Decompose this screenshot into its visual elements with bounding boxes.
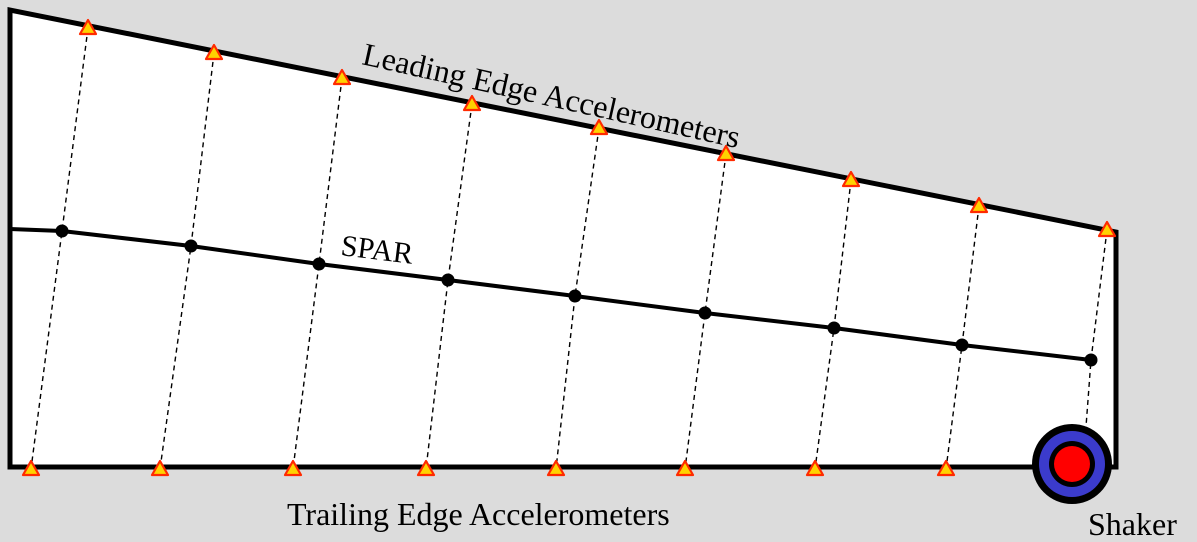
trailing-edge-accelerometer-icon	[805, 459, 825, 477]
leading-edge-accelerometer-icon	[332, 68, 352, 86]
leading-edge-accelerometer-icon	[589, 118, 609, 136]
spar-node	[955, 338, 969, 352]
leading-edge-accelerometer-icon	[1097, 220, 1117, 238]
chord-line	[684, 153, 727, 470]
trailing-edge-accelerometer-icon	[675, 459, 695, 477]
spar-nodes	[55, 224, 1098, 367]
trailing-edge-accelerometer-icon	[936, 459, 956, 477]
spar-node	[184, 239, 198, 253]
trailing-edge-accelerometer-icon	[150, 459, 170, 477]
leading-edge-accelerometer-icon	[969, 196, 989, 214]
spar-node	[568, 289, 582, 303]
shaker-icon	[1032, 424, 1112, 504]
spar-node	[312, 257, 326, 271]
trailing-edge-accelerometer-icon	[416, 459, 436, 477]
leading-edge-accelerometer-icon	[841, 170, 861, 188]
chord-line	[555, 127, 600, 470]
chord-line	[30, 27, 89, 470]
wing-panel	[7, 6, 1119, 470]
leading-edge-accelerometer-icon	[716, 144, 736, 162]
chord-lines	[30, 27, 1108, 470]
leading-edge-sensors	[78, 18, 1117, 238]
spar-line	[9, 227, 1092, 362]
shaker-label: Shaker	[1088, 506, 1177, 542]
trailing-edge-accelerometer-icon	[546, 459, 566, 477]
spar-node	[1084, 353, 1098, 367]
spar-node	[827, 321, 841, 335]
chord-line	[159, 52, 215, 470]
spar-node	[441, 273, 455, 287]
spar-node	[698, 306, 712, 320]
leading-edge-accelerometer-icon	[78, 18, 98, 36]
trailing-edge-accelerometer-icon	[283, 459, 303, 477]
leading-edge-accelerometer-icon	[462, 94, 482, 112]
chord-line	[945, 205, 980, 470]
trailing-edge-label: Trailing Edge Accelerometers	[287, 496, 670, 532]
trailing-edge-accelerometer-icon	[21, 459, 41, 477]
chord-line	[292, 77, 343, 470]
spar-node	[55, 224, 69, 238]
trailing-edge-sensors	[21, 459, 956, 477]
leading-edge-accelerometer-icon	[204, 43, 224, 61]
